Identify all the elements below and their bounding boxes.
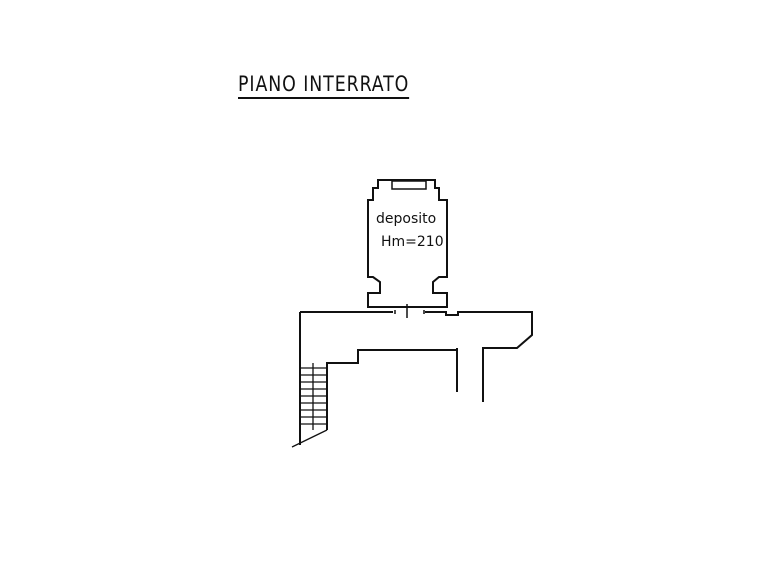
room-height-label: Hm=210 <box>381 234 444 250</box>
door <box>394 304 425 318</box>
deposito-room-outline <box>367 179 448 308</box>
staircase <box>291 363 328 448</box>
plan-title: PIANO INTERRATO <box>238 72 410 99</box>
room-label-deposito: deposito <box>376 211 436 227</box>
corridor-outline <box>299 311 533 445</box>
window <box>391 180 427 190</box>
